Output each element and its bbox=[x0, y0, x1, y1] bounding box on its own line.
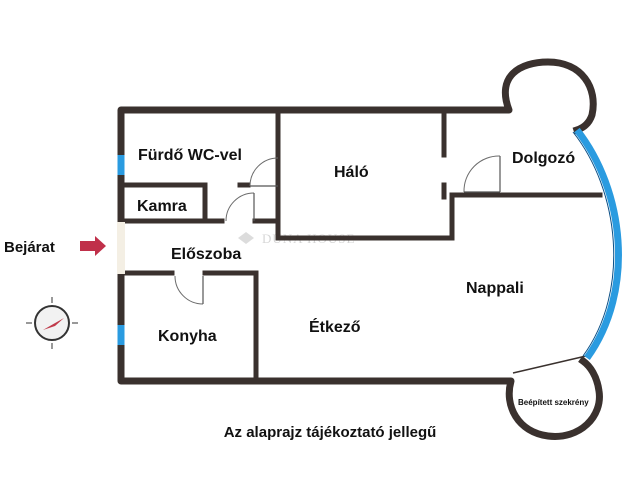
room-label-eloszoba: Előszoba bbox=[171, 246, 241, 263]
room-label-halo: Háló bbox=[334, 164, 369, 181]
room-label-konyha: Konyha bbox=[158, 328, 217, 345]
room-label-dolgozo: Dolgozó bbox=[512, 150, 575, 167]
outer-wall-bottom bbox=[117, 269, 603, 440]
room-label-szekreny: Beépített szekrény bbox=[518, 398, 589, 407]
door-swing-icon bbox=[225, 192, 255, 222]
glass-curtain-edge bbox=[572, 131, 615, 357]
room-label-etkezo: Étkező bbox=[309, 317, 361, 336]
walls bbox=[117, 58, 603, 440]
doors bbox=[174, 155, 501, 305]
compass-icon bbox=[26, 297, 78, 349]
room-label-nappali: Nappali bbox=[466, 280, 524, 297]
glazing bbox=[117, 127, 622, 361]
entrance-label: Bejárat bbox=[4, 239, 55, 256]
room-label-furdo: Fürdő WC-vel bbox=[138, 147, 242, 164]
room-label-kamra: Kamra bbox=[137, 198, 187, 215]
door-swing-icon bbox=[174, 275, 204, 305]
door-swing-icon bbox=[249, 157, 279, 187]
closet-partition bbox=[512, 355, 587, 374]
glass-curtain-wall bbox=[574, 127, 622, 361]
plan-caption: Az alaprajz tájékoztató jellegű bbox=[223, 424, 437, 441]
entrance-arrow-icon bbox=[80, 236, 106, 256]
outer-wall-top bbox=[117, 58, 597, 251]
door-swing-icon bbox=[463, 155, 501, 193]
duna-house-logo-icon bbox=[238, 232, 254, 244]
